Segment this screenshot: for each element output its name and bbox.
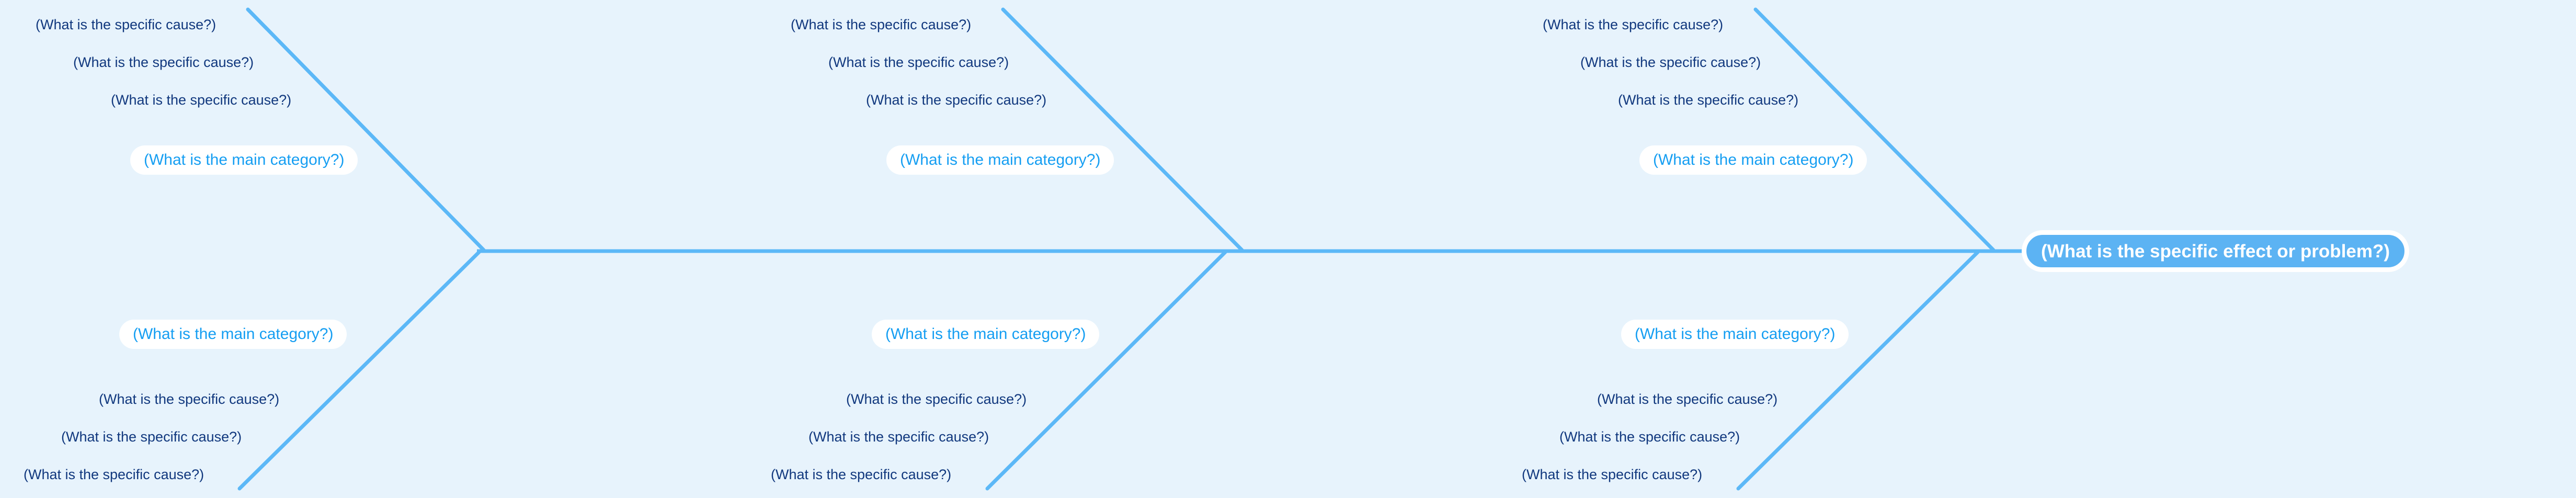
cause-label: (What is the specific cause?)	[1522, 467, 1703, 482]
cause-label: (What is the specific cause?)	[36, 17, 216, 32]
cause-label: (What is the specific cause?)	[1597, 391, 1778, 407]
cause-label: (What is the specific cause?)	[846, 391, 1027, 407]
category-pill-top-middle[interactable]: (What is the main category?)	[886, 145, 1114, 175]
category-pill-top-right[interactable]: (What is the main category?)	[1639, 145, 1867, 175]
cause-label: (What is the specific cause?)	[866, 92, 1047, 108]
cause-label: (What is the specific cause?)	[73, 54, 254, 70]
cause-label: (What is the specific cause?)	[828, 54, 1009, 70]
cause-label: (What is the specific cause?)	[791, 17, 972, 32]
cause-label: (What is the specific cause?)	[24, 467, 204, 482]
category-pill-bottom-right[interactable]: (What is the main category?)	[1621, 320, 1849, 349]
cause-label: (What is the specific cause?)	[1559, 429, 1740, 445]
category-pill-top-left[interactable]: (What is the main category?)	[130, 145, 358, 175]
cause-label: (What is the specific cause?)	[1543, 17, 1724, 32]
bone-top-right	[1753, 7, 1996, 252]
bone-top-middle	[1001, 7, 1244, 252]
bone-top-left	[246, 7, 486, 252]
cause-label: (What is the specific cause?)	[1580, 54, 1761, 70]
effect-problem-box[interactable]: (What is the specific effect or problem?…	[2022, 230, 2410, 272]
cause-label: (What is the specific cause?)	[61, 429, 242, 445]
cause-label: (What is the specific cause?)	[99, 391, 280, 407]
cause-label: (What is the specific cause?)	[111, 92, 292, 108]
cause-label: (What is the specific cause?)	[1618, 92, 1799, 108]
bone-bottom-middle	[985, 250, 1227, 491]
cause-label: (What is the specific cause?)	[808, 429, 989, 445]
bone-bottom-left	[237, 250, 481, 491]
category-pill-bottom-left[interactable]: (What is the main category?)	[119, 320, 347, 349]
category-pill-bottom-middle[interactable]: (What is the main category?)	[872, 320, 1100, 349]
cause-label: (What is the specific cause?)	[771, 467, 952, 482]
bone-bottom-right	[1736, 250, 1980, 491]
